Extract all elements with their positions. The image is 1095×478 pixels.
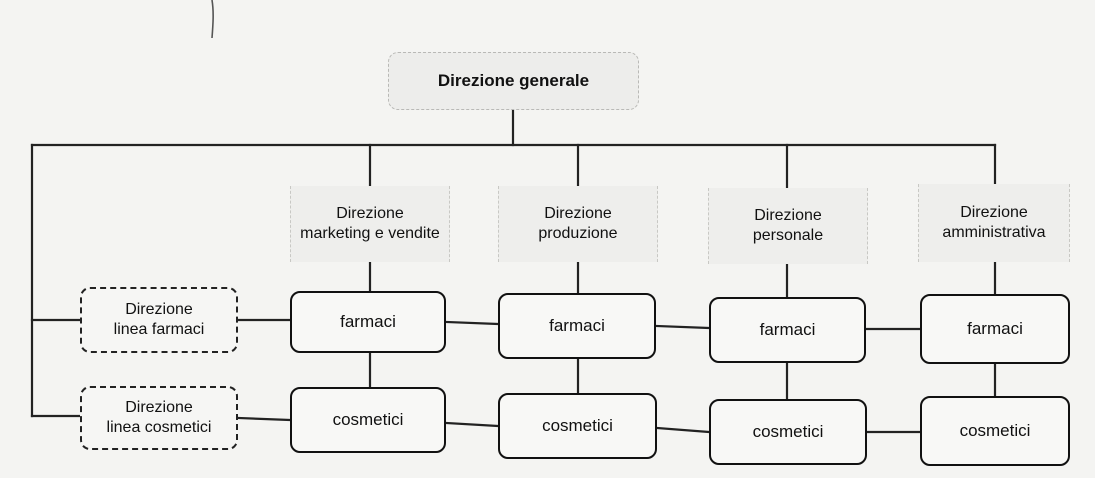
- function-box-produzione: Direzione produzione: [498, 186, 658, 262]
- matrix-cell-farmaci-produzione: farmaci: [498, 293, 656, 359]
- matrix-cell-farmaci-amministrativa: farmaci: [920, 294, 1070, 364]
- function-box-marketing-vendite: Direzione marketing e vendite: [290, 186, 450, 262]
- matrix-cell-label: cosmetici: [542, 416, 613, 436]
- function-label-personale: Direzione personale: [752, 207, 824, 244]
- product-line-box-cosmetici: Direzione linea cosmetici: [80, 386, 238, 450]
- product-line-label-cosmetici: Direzione linea cosmetici: [106, 399, 212, 436]
- matrix-cell-farmaci-marketing: farmaci: [290, 291, 446, 353]
- function-label-marketing-vendite: Direzione marketing e vendite: [300, 205, 440, 242]
- matrix-cell-cosmetici-personale: cosmetici: [709, 399, 867, 465]
- function-label-amministrativa: Direzione amministrativa: [942, 204, 1046, 241]
- matrix-cell-farmaci-personale: farmaci: [709, 297, 866, 363]
- function-label-produzione: Direzione produzione: [538, 205, 618, 242]
- product-line-box-farmaci: Direzione linea farmaci: [80, 287, 238, 353]
- connector-row-farmaci: [236, 318, 922, 331]
- direzione-generale-label: Direzione generale: [437, 71, 590, 91]
- matrix-cell-label: farmaci: [549, 316, 605, 336]
- matrix-cell-label: farmaci: [759, 320, 816, 340]
- direzione-generale-box: Direzione generale: [388, 52, 639, 110]
- function-box-amministrativa: Direzione amministrativa: [918, 184, 1070, 262]
- function-box-personale: Direzione personale: [708, 188, 868, 264]
- matrix-cell-cosmetici-produzione: cosmetici: [498, 393, 657, 459]
- matrix-cell-label: cosmetici: [332, 410, 404, 430]
- connector-row-cosmetici: [236, 416, 922, 434]
- matrix-cell-cosmetici-amministrativa: cosmetici: [920, 396, 1070, 466]
- margin-mark: [211, 0, 214, 39]
- matrix-cell-label: cosmetici: [752, 422, 824, 442]
- matrix-cell-label: farmaci: [967, 319, 1023, 339]
- matrix-cell-label: cosmetici: [959, 421, 1031, 441]
- matrix-cell-label: farmaci: [340, 312, 396, 332]
- matrix-cell-cosmetici-marketing: cosmetici: [290, 387, 446, 453]
- product-line-label-farmaci: Direzione linea farmaci: [113, 301, 205, 338]
